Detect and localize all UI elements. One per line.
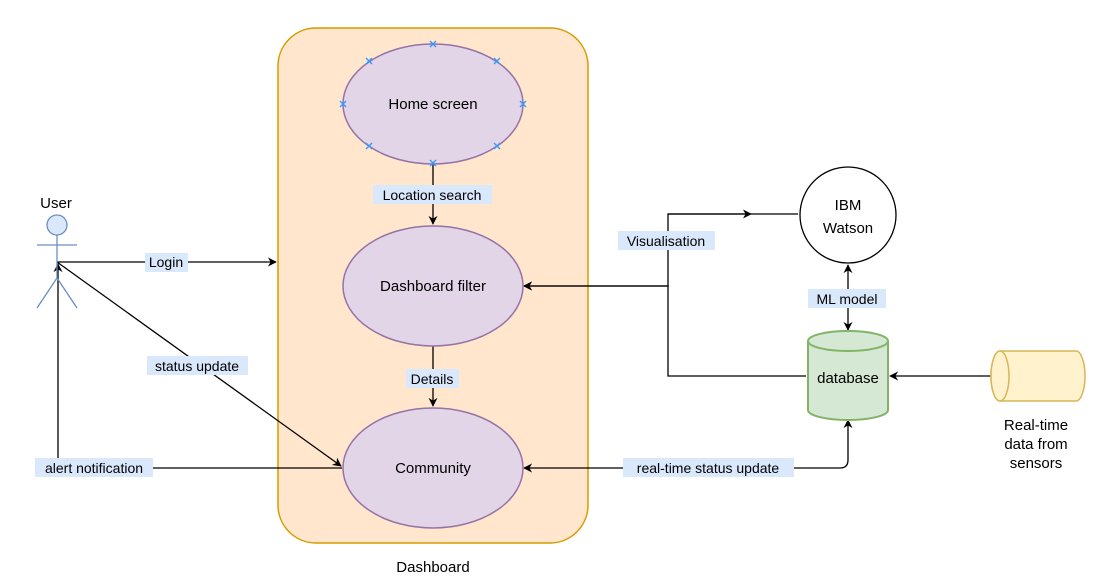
- sensors-label-line2: data from: [1004, 436, 1067, 453]
- edge-label-login: Login: [145, 253, 188, 272]
- svg-text:Location search: Location search: [383, 187, 482, 203]
- database-label: database: [817, 370, 879, 387]
- ibm-watson-node[interactable]: IBM Watson: [799, 166, 897, 264]
- svg-text:ML model: ML model: [817, 291, 878, 307]
- svg-text:real-time status update: real-time status update: [637, 460, 780, 476]
- use-case-home-screen-label: Home screen: [388, 96, 477, 113]
- edge-label-details: Details: [406, 369, 459, 388]
- svg-text:alert notification: alert notification: [45, 460, 143, 476]
- edge-label-status-update: status update: [147, 356, 248, 375]
- use-case-dashboard-filter[interactable]: Dashboard filter: [342, 225, 524, 347]
- edge-database-to-filter[interactable]: [523, 281, 806, 377]
- edge-label-ml-model: ML model: [808, 289, 886, 308]
- sensors-label-line1: Real-time: [1004, 417, 1068, 434]
- edge-label-location-search: Location search: [373, 185, 492, 204]
- use-case-community-label: Community: [395, 460, 471, 477]
- dashboard-container-label: Dashboard: [396, 559, 469, 576]
- sensors-label-line3: sensors: [1010, 455, 1063, 472]
- use-case-dashboard-filter-label: Dashboard filter: [380, 278, 486, 295]
- svg-text:status update: status update: [155, 358, 239, 374]
- edge-label-visualisation: Visualisation: [618, 231, 715, 250]
- sensors-node[interactable]: [990, 350, 1086, 402]
- use-case-community[interactable]: Community: [342, 407, 524, 529]
- user-actor-label: User: [40, 195, 72, 212]
- edge-realtime-status-update[interactable]: [523, 419, 853, 473]
- ibm-watson-label-line1: IBM: [835, 197, 862, 214]
- svg-text:Login: Login: [149, 254, 183, 270]
- svg-text:Details: Details: [411, 371, 454, 387]
- selection-handles: [339, 40, 527, 167]
- edge-label-realtime-status-update: real-time status update: [623, 458, 794, 477]
- database-node[interactable]: database: [807, 330, 889, 421]
- edge-label-alert-notification: alert notification: [35, 458, 153, 477]
- ibm-watson-label-line2: Watson: [823, 220, 873, 237]
- svg-text:Visualisation: Visualisation: [627, 233, 705, 249]
- user-actor[interactable]: [36, 214, 78, 309]
